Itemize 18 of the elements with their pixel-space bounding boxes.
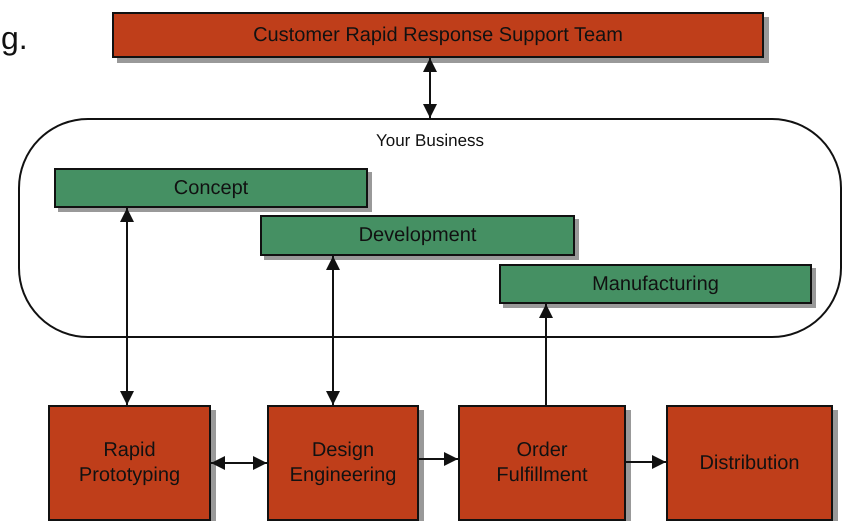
arrow: [423, 58, 437, 118]
node-label: Order Fulfillment: [495, 438, 589, 488]
arrow: [120, 208, 134, 405]
arrow: [539, 304, 553, 405]
arrow: [326, 256, 340, 405]
node-label: Distribution: [698, 450, 801, 476]
node-label: Design Engineering: [288, 438, 398, 488]
node-label: Manufacturing: [592, 272, 719, 296]
node-label: Development: [358, 223, 476, 248]
text-fragment: g.: [1, 20, 28, 57]
arrow: [211, 456, 267, 470]
node-label: Customer Rapid Response Support Team: [253, 22, 623, 48]
node-label: Rapid Prototyping: [78, 438, 182, 488]
arrow: [419, 452, 458, 466]
arrow: [626, 455, 666, 469]
node-label: Concept: [174, 176, 248, 200]
container-heading: Your Business: [376, 130, 484, 152]
business-container: [18, 118, 842, 338]
